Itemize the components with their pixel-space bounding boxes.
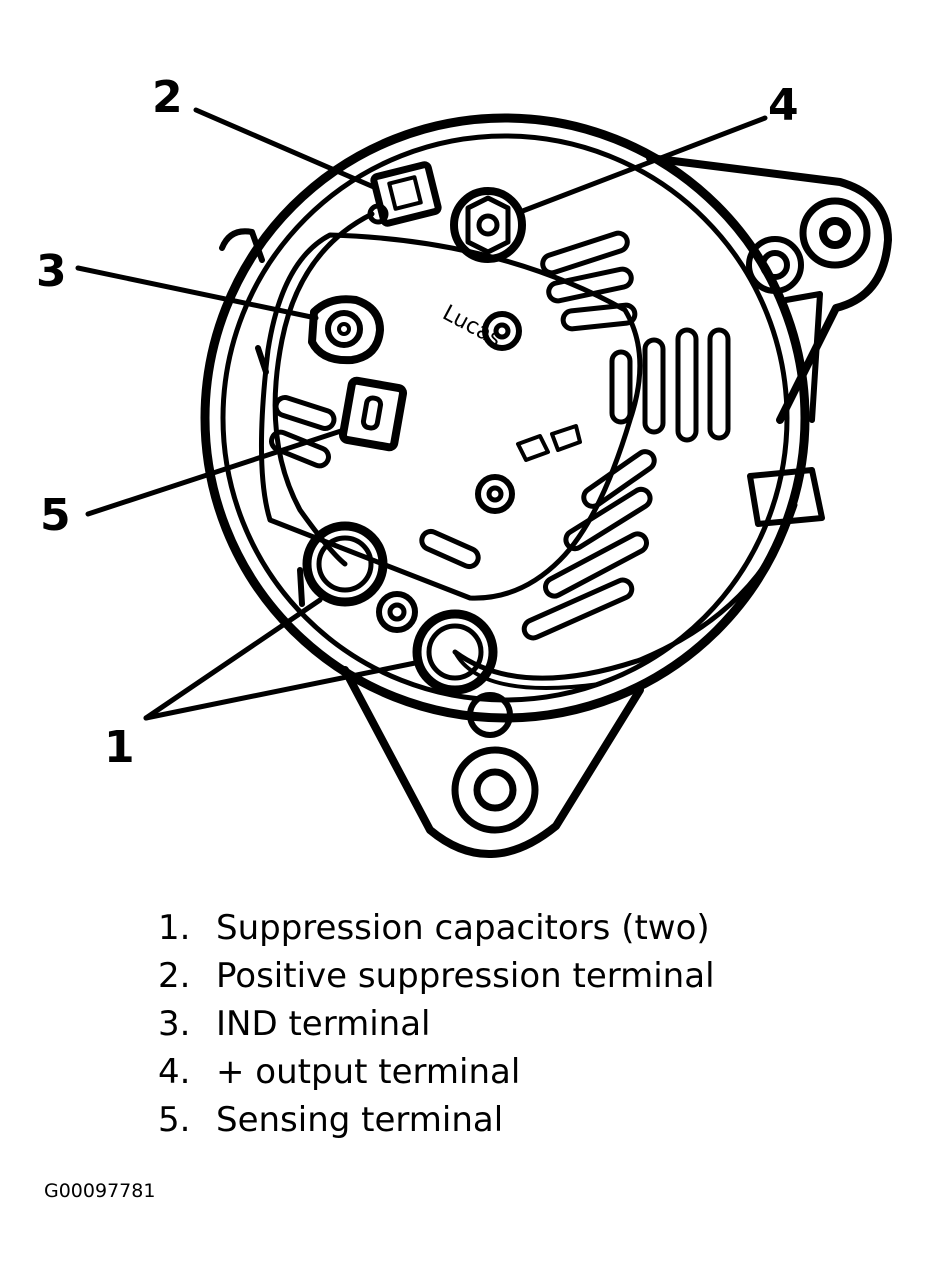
legend-item-number: 2.	[158, 956, 191, 996]
bottom-mounting-lug	[341, 666, 644, 858]
legend-item-text: + output terminal	[216, 1052, 521, 1092]
output-terminal	[450, 187, 526, 263]
legend-list: 1. Suppression capacitors (two) 2. Posit…	[158, 904, 715, 1144]
housing-outer	[200, 113, 810, 723]
callout-2: 2	[152, 72, 183, 123]
suppression-capacitor-upper	[302, 521, 388, 607]
bottom-lug-hole	[451, 746, 539, 834]
legend-item-text: Sensing terminal	[216, 1100, 504, 1140]
legend-item-number: 1.	[158, 908, 191, 948]
cooling-vents	[269, 230, 731, 641]
legend-item-text: IND terminal	[216, 1004, 431, 1044]
figure-id: G00097781	[44, 1180, 156, 1202]
legend-item: 2. Positive suppression terminal	[158, 952, 715, 1000]
legend-item-number: 5.	[158, 1100, 191, 1140]
callout-3: 3	[36, 246, 67, 297]
legend-item-number: 3.	[158, 1004, 191, 1044]
legend-item: 3. IND terminal	[158, 1000, 715, 1048]
cover-screw-top	[482, 311, 522, 351]
cover-screw-bottom	[475, 474, 515, 514]
sensing-terminal	[338, 376, 408, 452]
ind-terminal	[308, 295, 384, 365]
legend-item-text: Suppression capacitors (two)	[216, 908, 710, 948]
suppression-wire	[272, 211, 375, 567]
legend-item-number: 4.	[158, 1052, 191, 1092]
positive-suppression-terminal	[367, 161, 442, 227]
suppression-capacitor-lower	[412, 609, 498, 695]
callout-4: 4	[768, 80, 799, 131]
brand-nameplate: Lucas	[438, 301, 505, 353]
housing-inner	[220, 133, 790, 703]
legend-item: 1. Suppression capacitors (two)	[158, 904, 715, 952]
leader-lines	[75, 107, 768, 721]
legend-item: 5. Sensing terminal	[158, 1096, 715, 1144]
legend-item: 4. + output terminal	[158, 1048, 715, 1096]
callout-5: 5	[40, 490, 71, 541]
end-cover-plate	[259, 232, 643, 601]
legend-item-text: Positive suppression terminal	[216, 956, 715, 996]
right-lug-hole	[799, 197, 871, 269]
callout-1: 1	[104, 722, 135, 773]
wire-clip	[747, 467, 825, 527]
right-mounting-lug	[646, 154, 892, 424]
alternator-diagram: Lucas 2 4 3 5 1	[36, 72, 892, 858]
